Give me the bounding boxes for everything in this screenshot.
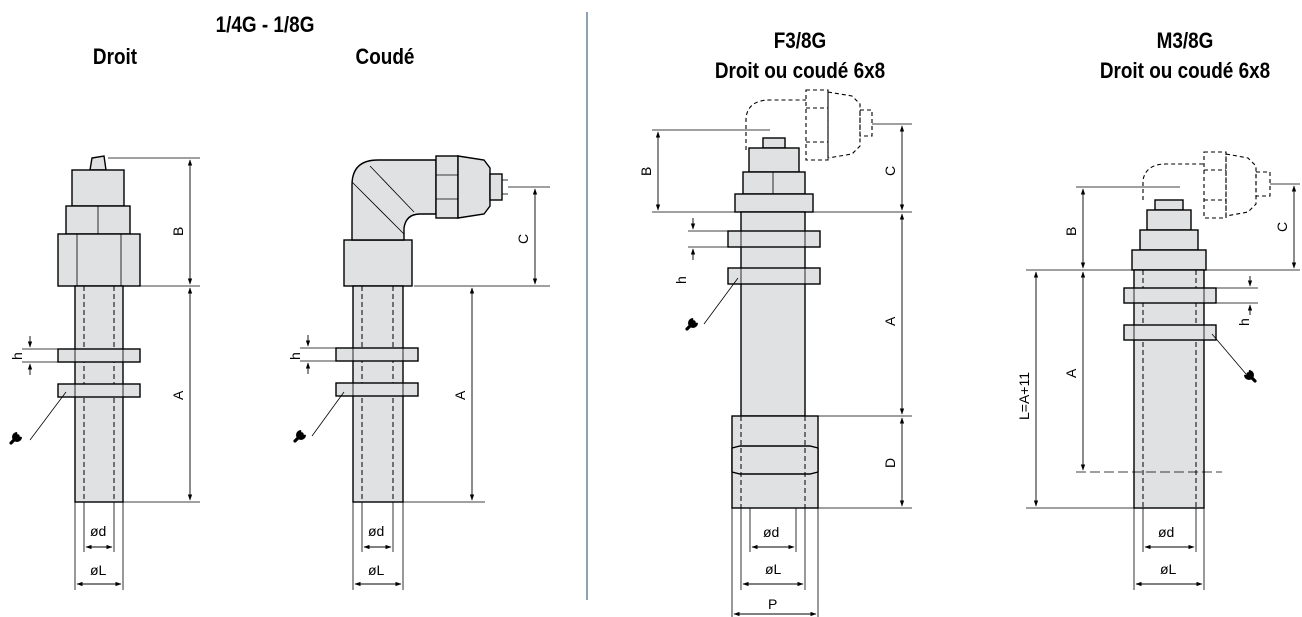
title-coude: Coudé [355, 44, 415, 69]
dim-h-coude: h [287, 352, 303, 360]
dim-oL-coude: øL [368, 562, 385, 578]
dim-D-f38: D [882, 458, 898, 468]
wrench-icon [1242, 368, 1257, 383]
dims-f38: B C A D h ød øL P [638, 123, 912, 617]
fitting-coude [335, 155, 508, 503]
dim-h-droit: h [9, 352, 25, 360]
dim-C-coude: C [515, 234, 531, 244]
dim-C-m38: C [1274, 222, 1290, 232]
dim-B-droit: B [170, 227, 186, 236]
dim-h-f38: h [673, 276, 689, 284]
dim-od-coude: ød [368, 523, 384, 539]
wrench-icon [685, 316, 700, 331]
dim-A-coude: A [452, 390, 468, 400]
fitting-f38 [727, 89, 873, 509]
fitting-droit [57, 155, 141, 503]
dim-oL-m38: øL [1160, 561, 1177, 577]
dim-od-f38: ød [763, 524, 779, 540]
group-title-left: 1/4G - 1/8G [215, 12, 315, 37]
dim-P-f38: P [768, 596, 777, 612]
dim-L-m38: L=A+11 [1016, 372, 1032, 420]
title-f38: F3/8G [773, 28, 827, 53]
dim-oL-droit: øL [90, 562, 107, 578]
fitting-m38 [1123, 151, 1271, 509]
dim-B-m38: B [1063, 227, 1079, 236]
dim-h-m38: h [1236, 318, 1252, 326]
dim-A-f38: A [882, 316, 898, 326]
subtitle-f38: Droit ou coudé 6x8 [714, 58, 886, 83]
dim-od-m38: ød [1158, 524, 1174, 540]
dims-m38: B A L=A+11 C h ød øL [1016, 183, 1300, 590]
dim-C-f38: C [882, 166, 898, 176]
dim-A-droit: A [170, 390, 186, 400]
subtitle-m38: Droit ou coudé 6x8 [1099, 58, 1271, 83]
title-droit: Droit [92, 44, 138, 69]
dims-coude: C A h ød øL [287, 186, 550, 590]
title-m38: M3/8G [1156, 28, 1214, 53]
wrench-icon [293, 428, 308, 443]
dim-od-droit: ød [90, 523, 106, 539]
dim-A-m38: A [1063, 368, 1079, 378]
dim-B-f38: B [638, 167, 654, 176]
dims-droit: B A h ød øL [9, 157, 200, 590]
wrench-icon [9, 430, 24, 445]
dim-oL-f38: øL [765, 561, 782, 577]
